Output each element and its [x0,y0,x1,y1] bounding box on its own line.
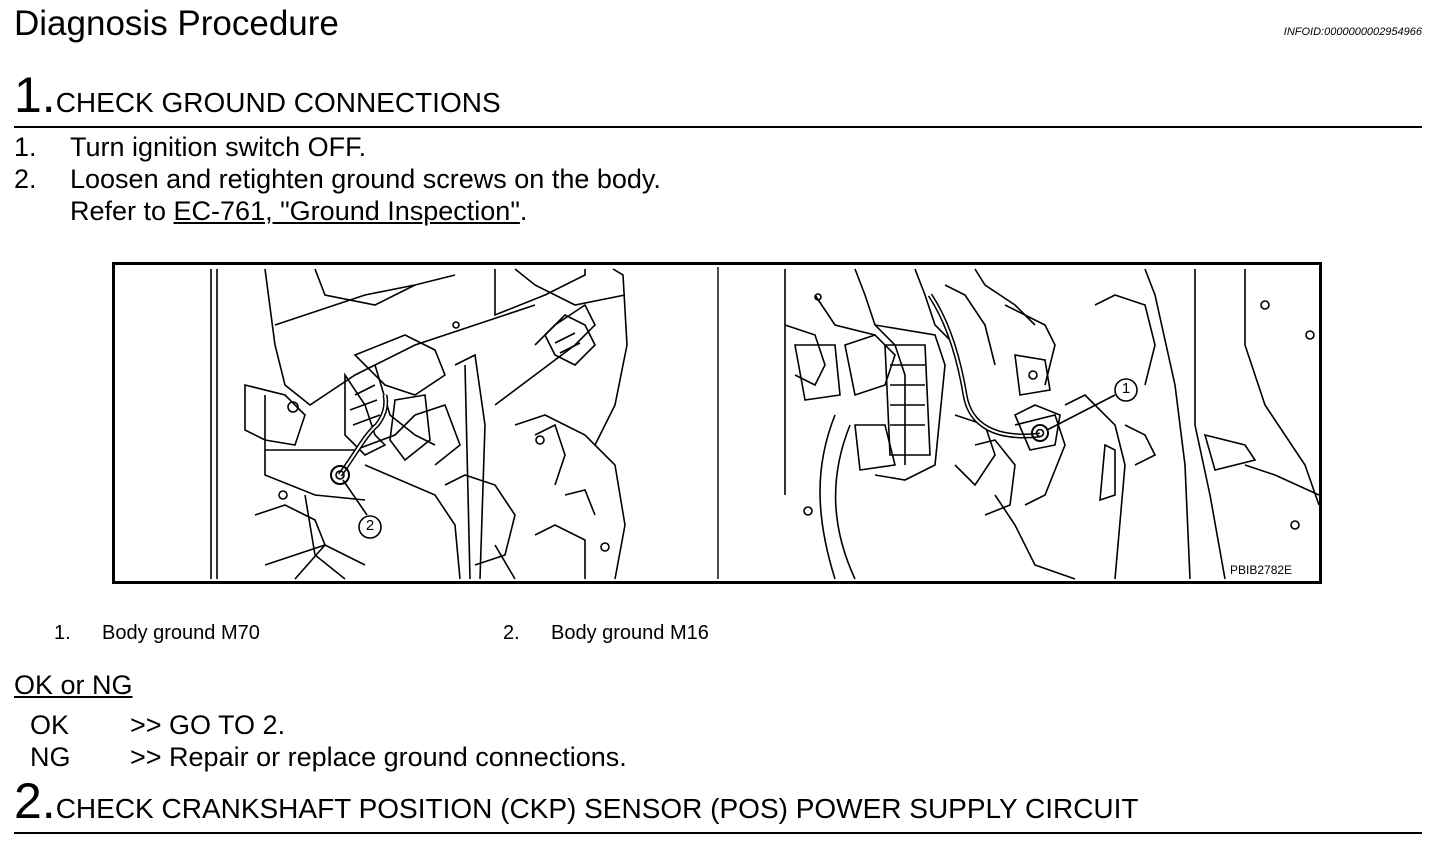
page-title: Diagnosis Procedure [14,4,339,43]
info-id: INFOID:0000000002954966 [1283,26,1422,38]
step-2-number: 2. [14,773,56,829]
caption-number: 1. [54,622,71,644]
step-1-rule [14,126,1422,128]
result-row-ok: OK >> GO TO 2. [30,710,285,741]
instruction-text: Turn ignition switch OFF. [70,132,367,162]
caption-item: 1. Body ground M70 [54,622,260,645]
right-illustration [784,268,1319,580]
step-1-heading: 1.CHECK GROUND CONNECTIONS [14,70,501,120]
figure-frame: 2 1 PBIB2782E [112,262,1322,584]
caption-item: 2. Body ground M16 [503,622,709,645]
step-2-heading: 2.CHECK CRANKSHAFT POSITION (CKP) SENSOR… [14,776,1139,826]
caption-number: 2. [503,622,520,644]
instruction-number: 1. [14,132,37,162]
callout-1-label: 1 [1121,380,1131,397]
result-heading: OK or NG [14,670,133,700]
step-2-rule [14,832,1422,834]
instruction-number: 2. [14,164,37,194]
reference-suffix: . [519,196,528,226]
instruction-text: Loosen and retighten ground screws on th… [70,164,661,194]
left-illustration [210,268,628,580]
step-2-title: CHECK CRANKSHAFT POSITION (CKP) SENSOR (… [55,793,1139,824]
step-1-title: CHECK GROUND CONNECTIONS [55,87,501,118]
figure-code: PBIB2782E [1230,563,1293,577]
result-code: OK [30,710,70,740]
reference-link[interactable]: EC-761, "Ground Inspection" [173,196,520,226]
result-code: NG [30,742,71,772]
step-1-number: 1. [14,67,56,123]
caption-text: Body ground M70 [102,622,260,644]
caption-text: Body ground M16 [551,622,709,644]
result-row-ng: NG >> Repair or replace ground connectio… [30,742,627,773]
result-action: >> GO TO 2. [130,710,286,740]
reference-line: Refer to EC-761, "Ground Inspection". [70,196,527,227]
result-action: >> Repair or replace ground connections. [130,742,627,772]
callout-2-label: 2 [365,517,375,534]
engine-bay-illustration [210,267,1319,580]
reference-prefix: Refer to [70,196,174,226]
